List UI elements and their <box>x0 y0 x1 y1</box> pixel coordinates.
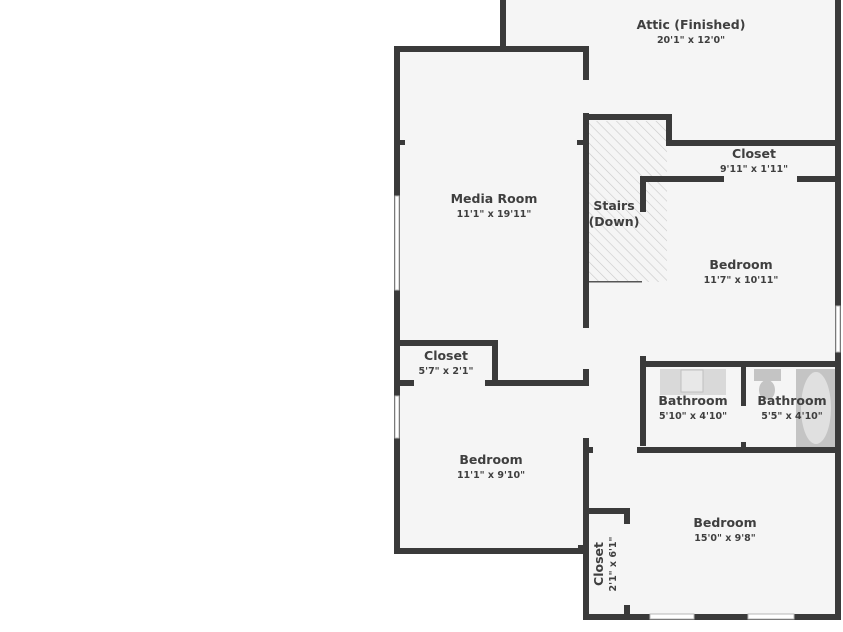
room-name: Bathroom <box>658 393 727 408</box>
room-dimensions: 5'10" x 4'10" <box>659 411 727 422</box>
closet-bottom-doorway <box>625 524 629 605</box>
stairs-edge <box>589 281 642 283</box>
closet-media-doorway <box>414 381 485 385</box>
toilet-tank-icon <box>754 369 781 381</box>
stairs-hatch <box>589 121 667 282</box>
hall-doorway <box>593 448 637 452</box>
window-bedroom-bottom-2 <box>747 613 795 620</box>
window-bedroom-right <box>835 305 841 353</box>
room-dimensions: 2'1" x 6'1" <box>608 537 619 592</box>
room-name: Closet <box>732 146 776 161</box>
room-dimensions: 11'7" x 10'11" <box>704 275 779 286</box>
room-dimensions: 9'11" x 1'11" <box>720 164 788 175</box>
room-labels: Attic (Finished) 20'1" x 12'0" Media Roo… <box>419 17 827 591</box>
room-dimensions: 5'7" x 2'1" <box>419 366 474 377</box>
media-room-floor <box>397 50 587 550</box>
room-name: Bathroom <box>757 393 826 408</box>
window-bedroom-left <box>394 395 400 439</box>
doorways <box>414 177 797 605</box>
room-name: Media Room <box>451 191 538 206</box>
tub-basin-icon <box>801 372 831 444</box>
room-dimensions: 11'1" x 9'10" <box>457 470 525 481</box>
room-name: Attic (Finished) <box>637 17 746 32</box>
closet-top-doorway <box>724 177 797 181</box>
toilet-bowl-icon <box>759 380 775 400</box>
room-dimensions: 15'0" x 9'8" <box>694 533 756 544</box>
room-name: Closet <box>591 542 606 586</box>
room-name: (Down) <box>589 214 640 229</box>
sink-icon <box>680 369 704 393</box>
room-name: Bedroom <box>693 515 756 530</box>
window-bedroom-bottom-1 <box>649 613 695 620</box>
floor-areas <box>397 0 838 618</box>
room-name: Bedroom <box>459 452 522 467</box>
windows <box>394 195 841 620</box>
room-dimensions: 5'5" x 4'10" <box>761 411 823 422</box>
room-dimensions: 11'1" x 19'11" <box>457 209 532 220</box>
room-name: Closet <box>424 348 468 363</box>
window-media-room <box>394 195 400 291</box>
room-name: Stairs <box>593 198 634 213</box>
room-name: Bedroom <box>709 257 772 272</box>
room-dimensions: 20'1" x 12'0" <box>657 35 725 46</box>
bathroom-fixtures <box>660 369 835 447</box>
